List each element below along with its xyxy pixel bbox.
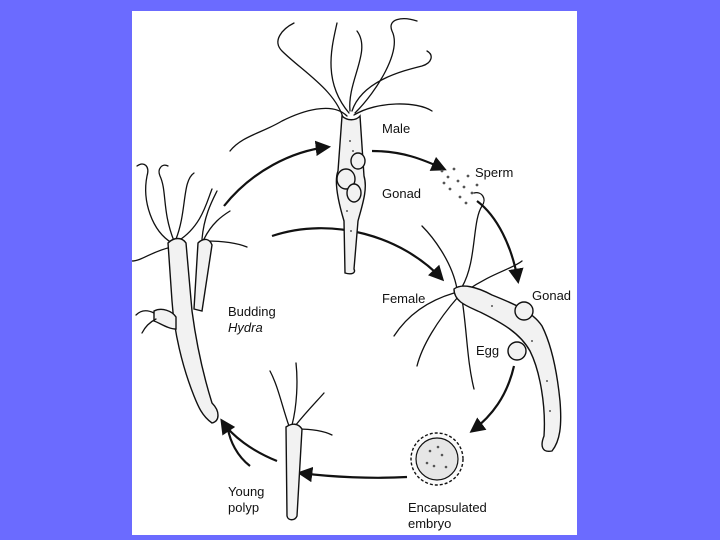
label-hydra: Hydra: [228, 320, 263, 335]
male-hydra-illustration: [229, 18, 433, 275]
label-male: Male: [382, 121, 410, 136]
label-gonad-male: Gonad: [382, 186, 421, 201]
sperm-cluster: [440, 167, 479, 205]
label-embryo: embryo: [408, 516, 451, 531]
label-budding: Budding: [228, 304, 276, 319]
hydra-life-cycle-diagram: Male Sperm Gonad Female Gonad Egg Buddin…: [132, 18, 571, 531]
arrow-embryo-to-young: [296, 466, 408, 483]
label-encapsulated: Encapsulated: [408, 500, 487, 515]
young-polyp-illustration: [269, 362, 333, 521]
arrow-female-to-embryo: [469, 365, 516, 433]
arrow-young-side: [226, 428, 251, 467]
arrow-budding-to-female: [271, 227, 445, 282]
label-gonad-female: Gonad: [532, 288, 571, 303]
female-hydra-illustration: [393, 192, 562, 453]
diagram-panel: Male Sperm Gonad Female Gonad Egg Buddin…: [132, 11, 577, 535]
label-female: Female: [382, 291, 425, 306]
arrow-sperm-to-female: [476, 200, 524, 285]
arrow-male-to-sperm: [371, 149, 447, 171]
label-egg: Egg: [476, 343, 499, 358]
label-polyp: polyp: [228, 500, 259, 515]
label-sperm: Sperm: [475, 165, 513, 180]
arrow-young-to-budding: [220, 418, 278, 463]
encapsulated-embryo-illustration: [410, 432, 464, 486]
arrow-budding-to-male: [223, 140, 332, 207]
budding-hydra-illustration: [132, 163, 248, 424]
label-young: Young: [228, 484, 264, 499]
